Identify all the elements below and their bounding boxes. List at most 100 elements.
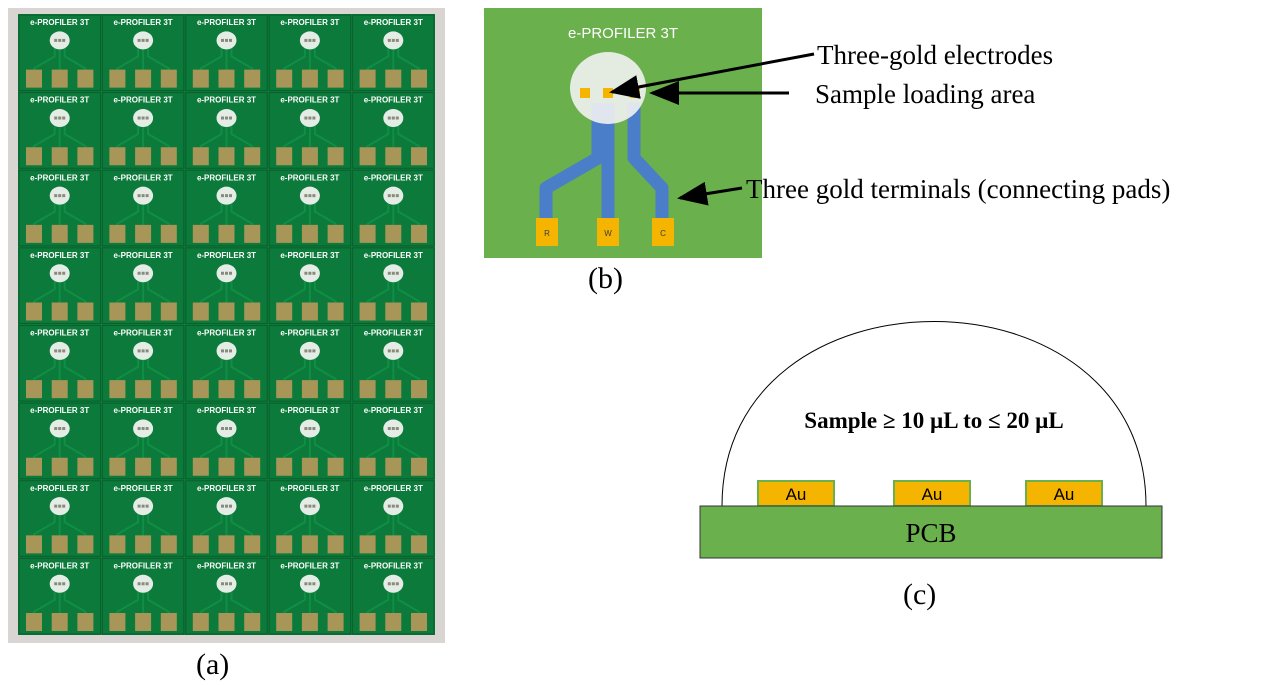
board-electrode [62, 427, 66, 431]
board-label: e-PROFILER 3T [364, 329, 423, 338]
board-label: e-PROFILER 3T [30, 173, 89, 182]
board-outline [268, 402, 352, 480]
board-label: e-PROFILER 3T [197, 96, 256, 105]
board-label: e-PROFILER 3T [114, 96, 173, 105]
board-electrode [395, 194, 399, 198]
board-label: e-PROFILER 3T [30, 484, 89, 493]
au-label-3: Au [1054, 485, 1075, 504]
board-electrode [312, 116, 316, 120]
board-electrode [312, 349, 316, 353]
board-label: e-PROFILER 3T [280, 561, 339, 570]
board-pad [301, 457, 318, 476]
board-label: e-PROFILER 3T [30, 329, 89, 338]
board-label: e-PROFILER 3T [280, 251, 339, 260]
board-pad [244, 535, 261, 554]
board-outline [185, 402, 268, 480]
board-electrode [58, 271, 62, 275]
board-pad [359, 302, 376, 321]
board-electrode [137, 504, 141, 508]
board-pad [411, 457, 427, 476]
board-electrode [145, 38, 149, 42]
board-electrode [391, 194, 395, 198]
board-label: e-PROFILER 3T [114, 561, 173, 570]
board-outline [18, 92, 101, 169]
board-label: e-PROFILER 3T [197, 329, 256, 338]
board-electrode [387, 116, 391, 120]
board-electrode [141, 271, 145, 275]
board-electrode [391, 116, 395, 120]
board-electrode [58, 504, 62, 508]
board-pad [26, 147, 42, 166]
board-pad [135, 613, 152, 631]
board-electrode [137, 194, 141, 198]
board-electrode [58, 582, 62, 586]
electrode-r [580, 88, 590, 98]
board-pad [192, 457, 209, 476]
board-outline [185, 325, 268, 402]
board-pad [385, 535, 402, 554]
sample-droplet [721, 321, 1147, 507]
board-pad [411, 302, 427, 321]
board-pad [359, 535, 376, 554]
board-electrode [308, 38, 312, 42]
board-pad [51, 613, 68, 631]
board-pad [109, 613, 126, 631]
board-electrode [312, 582, 316, 586]
board-outline [185, 169, 268, 247]
board-electrode [395, 116, 399, 120]
board-pad [109, 224, 126, 243]
board-electrode [225, 349, 228, 353]
board-electrode [221, 427, 224, 431]
board-pad [276, 302, 293, 321]
board-label: e-PROFILER 3T [30, 18, 89, 27]
board-pad [51, 224, 68, 243]
board-pad [160, 69, 177, 88]
board-electrode [221, 582, 224, 586]
board-electrode [312, 271, 316, 275]
board-electrode [387, 427, 391, 431]
board-electrode [137, 38, 141, 42]
trace-r [539, 103, 605, 226]
board-pad [77, 224, 94, 243]
pcb-sheet-photo: e-PROFILER 3T e-PROFILER 3T e-PROFILER 3T e… [8, 8, 445, 643]
board-electrode [221, 116, 224, 120]
board-outline [352, 14, 435, 92]
board-pad [385, 457, 402, 476]
board-outline [268, 557, 352, 635]
loading-area-callout: Sample loading area [815, 79, 1035, 109]
board-pad [359, 457, 376, 476]
board-pad [301, 535, 318, 554]
board-electrode [229, 116, 232, 120]
board-pad [385, 147, 402, 166]
board-pad [301, 147, 318, 166]
board-electrode [62, 582, 66, 586]
board-electrode [221, 504, 224, 508]
board-pad [192, 302, 209, 321]
board-label: e-PROFILER 3T [280, 173, 339, 182]
board-electrode [141, 116, 145, 120]
board-pad [301, 224, 318, 243]
board-electrode [225, 582, 228, 586]
sample-volume-label: Sample ≥ 10 µL to ≤ 20 µL [804, 408, 1063, 433]
board-electrode [391, 582, 395, 586]
board-pad [51, 535, 68, 554]
board-electrode [225, 194, 228, 198]
board-pad [77, 613, 94, 631]
board-pad [327, 535, 344, 554]
board-label: e-PROFILER 3T [114, 18, 173, 27]
au-electrode-3 [1025, 480, 1103, 507]
board-electrode [141, 504, 145, 508]
board-pad [385, 224, 402, 243]
board-pad [26, 380, 42, 399]
board-pad [192, 535, 209, 554]
board-outline [18, 325, 101, 402]
board-label: e-PROFILER 3T [364, 561, 423, 570]
board-pad [109, 535, 126, 554]
board-pad [385, 302, 402, 321]
board-pad [51, 69, 68, 88]
board-electrode [225, 271, 228, 275]
board-electrode [145, 271, 149, 275]
board-outline [352, 480, 435, 557]
board-pad [135, 457, 152, 476]
board-electrode [229, 582, 232, 586]
